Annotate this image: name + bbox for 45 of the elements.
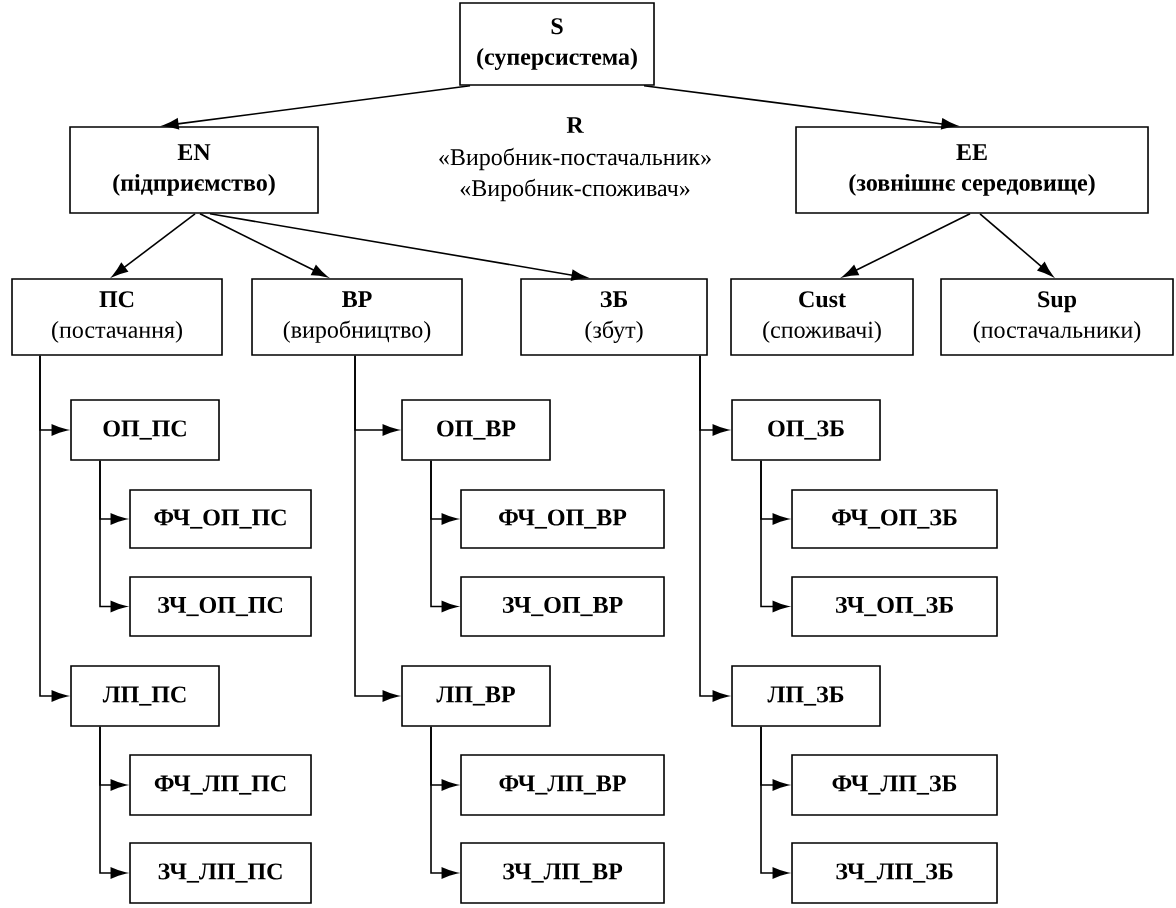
box: ЗЧ_ЛП_ЗБ <box>791 842 998 904</box>
arrow <box>99 460 127 612</box>
box: ЛП_ЗБ <box>731 665 881 727</box>
arrow <box>39 355 68 702</box>
box: ЗЧ_ОП_ЗБ <box>791 576 998 637</box>
box: ОП_ПС <box>70 399 220 461</box>
label: «Виробник-споживач» <box>460 178 690 202</box>
box: ЗБ (збут) <box>520 278 708 356</box>
arrow <box>643 85 957 130</box>
box: ЛП_ПС <box>70 665 220 727</box>
arrow <box>430 726 458 879</box>
arrow <box>760 460 789 612</box>
arrow <box>99 726 127 879</box>
arrow <box>842 213 971 278</box>
box: ЗЧ_ОП_ПС <box>129 576 312 637</box>
arrow <box>354 355 399 702</box>
arrow <box>209 213 588 281</box>
box: ФЧ_ЛП_ВР <box>460 754 665 816</box>
box: ФЧ_ОП_ПС <box>129 489 312 549</box>
box: ФЧ_ОП_ЗБ <box>791 489 998 549</box>
box: ЗЧ_ОП_ВР <box>460 576 665 637</box>
box: S (суперсистема) <box>459 2 655 86</box>
label: «Виробник-постачальник» <box>439 147 711 171</box>
arrow <box>163 85 471 130</box>
arrow <box>112 213 196 277</box>
box: ВР (виробництво) <box>251 278 463 356</box>
box: ЗЧ_ЛП_ПС <box>129 842 312 904</box>
box: ЗЧ_ЛП_ВР <box>460 842 665 904</box>
arrow <box>430 460 458 612</box>
box: ЛП_ВР <box>401 665 551 727</box>
arrow <box>199 213 328 278</box>
box: ФЧ_ОП_ВР <box>460 489 665 549</box>
box: Cust (споживачі) <box>730 278 914 356</box>
box: ПС (постачання) <box>11 278 223 356</box>
arrow <box>760 726 789 879</box>
box: Sup (постачальники) <box>940 278 1174 356</box>
box: ФЧ_ЛП_ПС <box>129 754 312 816</box>
arrow <box>979 213 1053 277</box>
box: ФЧ_ЛП_ЗБ <box>791 754 998 816</box>
box: EN (підприємство) <box>69 126 319 214</box>
label: R <box>566 117 584 133</box>
box: ОП_ВР <box>401 399 551 461</box>
box: ОП_ЗБ <box>731 399 881 461</box>
arrow <box>699 355 729 702</box>
box: EE (зовнішнє середовище) <box>795 126 1149 214</box>
